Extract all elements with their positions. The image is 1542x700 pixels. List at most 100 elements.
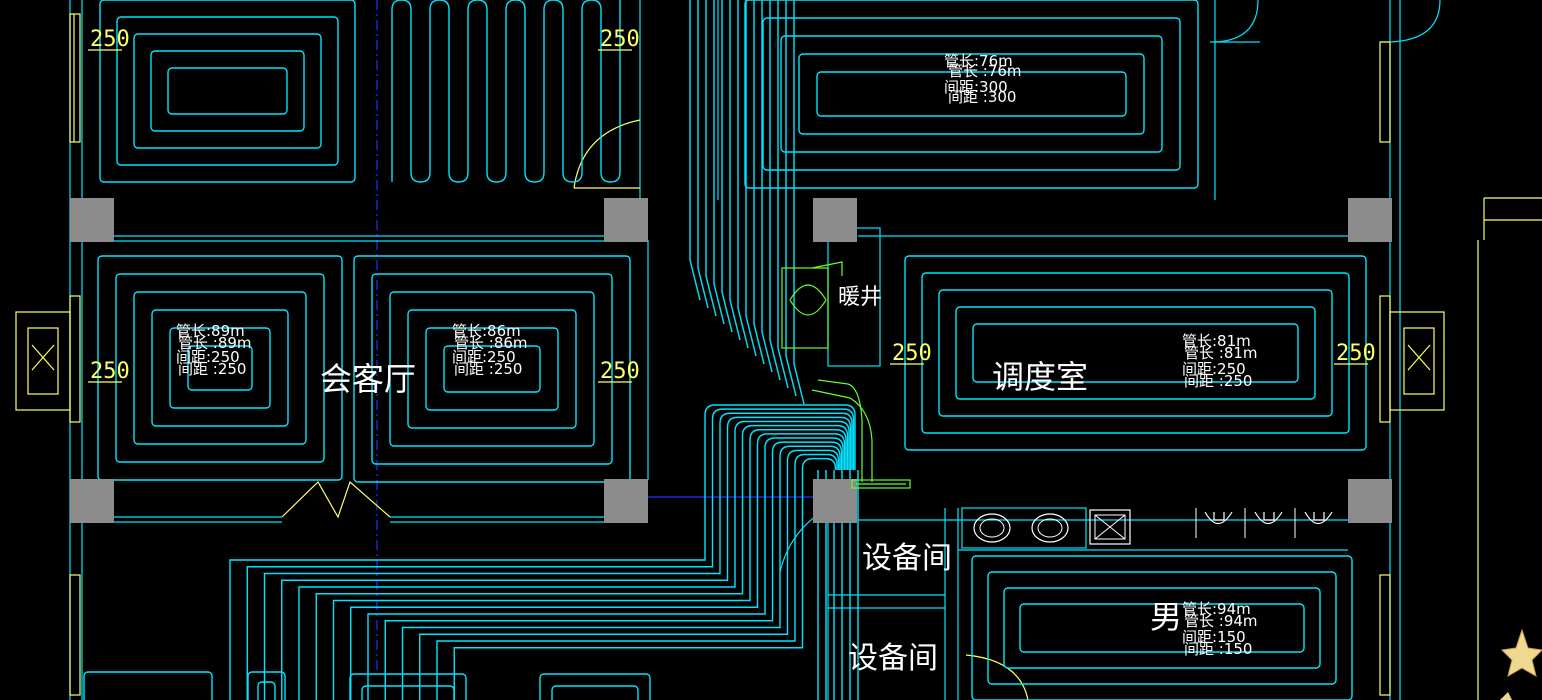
riser-pipe <box>689 0 701 301</box>
supply-return-pipe <box>401 445 841 700</box>
pipe-loop-reception-left <box>133 291 307 445</box>
supply-return-pipe <box>419 449 840 700</box>
room-labels: 会客厅 调度室 设备间 设备间 暖井 男 <box>320 285 1182 676</box>
riser-pipe <box>745 0 757 357</box>
loop-spacing: 间距 :150 <box>1184 640 1252 658</box>
loop-annotation-1: 管长:76m 管长 :76m 间距:300 间距 :300 <box>944 52 1022 106</box>
loop-length: 管长 :89m <box>178 334 252 352</box>
pipe-loop-top-right <box>798 53 1145 135</box>
riser-pipe <box>761 0 773 373</box>
pipe-loop-top-middle <box>391 0 621 183</box>
pipe-loop-mens-wc <box>971 555 1353 700</box>
supply-return-pipe <box>315 424 849 700</box>
urinal-icon <box>1195 508 1333 538</box>
loop-length: 管长:94m <box>1182 600 1251 618</box>
supply-return-pipe <box>367 437 844 700</box>
riser-pipe <box>793 0 805 405</box>
loop-length: 管长:81m <box>1182 332 1251 350</box>
loop-length: 管长:89m <box>176 322 245 340</box>
supply-return-pipe <box>350 433 846 700</box>
loop-length: 管长 :76m <box>948 62 1022 80</box>
dimension-label: 250 <box>600 27 640 52</box>
pipe-loop-top-left <box>99 0 356 183</box>
riser-pipe <box>753 0 765 365</box>
riser-pipe <box>721 0 733 333</box>
loop-length: 管长:86m <box>452 322 521 340</box>
loop-annotation-5: 管长:94m 管长 :94m 间距:150 间距 :150 <box>1182 600 1258 658</box>
structural-column <box>70 479 114 523</box>
pipe-loop-bottom <box>247 671 286 700</box>
loop-length: 管长 :86m <box>454 334 528 352</box>
loop-spacing: 间距 :300 <box>948 88 1016 106</box>
supply-return-pipe <box>436 453 838 700</box>
room-label-equipment-1: 设备间 <box>862 541 952 576</box>
pipe-loop-mens-wc <box>987 571 1337 685</box>
riser-pipe <box>729 0 741 341</box>
pipe-loop-reception-right <box>353 255 631 483</box>
loop-spacing: 间距 :250 <box>454 360 522 378</box>
pipe-loop-reception-right <box>407 309 577 429</box>
pipe-loop-reception-right <box>425 327 559 411</box>
pipe-loop-bottom <box>349 673 467 700</box>
pipe-loop-bottom <box>539 673 651 700</box>
riser-pipe <box>737 0 749 349</box>
star-icon <box>1500 628 1542 700</box>
structural-column <box>1348 479 1392 523</box>
pipe-loop-top-right <box>816 71 1127 117</box>
riser-pipe <box>785 0 797 397</box>
pipe-loop-dispatch <box>904 255 1367 451</box>
supply-return-pipe <box>384 441 843 700</box>
riser-pipe <box>705 0 717 317</box>
pipe-loop-bottom <box>551 685 639 700</box>
loop-spacing: 间距 :250 <box>178 360 246 378</box>
riser-pipe <box>777 0 789 389</box>
heating-pipe-loops <box>83 0 1367 700</box>
supply-return-pipe <box>229 404 856 700</box>
loop-spacing: 间距:250 <box>452 348 516 366</box>
loop-spacing: 间距:250 <box>1182 360 1246 378</box>
pipe-loop-mens-wc <box>1003 587 1321 669</box>
supply-return-pipe <box>263 412 853 700</box>
pipe-loop-top-right <box>744 0 1199 189</box>
pipe-loop-reception-left <box>115 273 325 463</box>
pipe-loop-reception-left <box>169 327 271 409</box>
walls <box>69 0 1542 700</box>
supply-return-pipe <box>298 420 850 700</box>
pipe-loop-bottom <box>361 685 455 700</box>
pipe-loop-dispatch <box>938 289 1333 417</box>
structural-column <box>604 479 648 523</box>
pipe-loop-reception-left <box>151 309 289 427</box>
riser-pipe <box>697 0 709 309</box>
loop-annotation-2: 管长:89m 管长 :89m 间距:250 间距 :250 <box>176 322 252 378</box>
loop-annotation-3: 管长:86m 管长 :86m 间距:250 间距 :250 <box>452 322 528 378</box>
riser-pipe <box>769 0 781 381</box>
riser-pipe <box>713 0 725 325</box>
supply-return-pipe <box>453 457 837 700</box>
pipe-loop-dispatch <box>921 272 1350 434</box>
dimension-label: 250 <box>1336 341 1376 366</box>
room-label-dispatch: 调度室 <box>992 358 1088 396</box>
supply-return-pipe <box>332 429 847 700</box>
loop-length: 管长:76m <box>944 52 1013 70</box>
pipe-loop-top-left <box>133 33 322 149</box>
structural-column <box>813 479 857 523</box>
loop-annotation-4: 管长:81m 管长 :81m 间距:250 间距 :250 <box>1182 332 1258 390</box>
washbasin-icon <box>961 507 1087 549</box>
loop-length: 管长 :94m <box>1184 612 1258 630</box>
dimension-label: 250 <box>90 359 130 384</box>
dimension-label: 250 <box>892 341 932 366</box>
loop-length: 管长 :81m <box>1184 344 1258 362</box>
loop-spacing: 间距 :250 <box>1184 372 1252 390</box>
structural-columns <box>70 198 1392 523</box>
room-label-heating-shaft: 暖井 <box>838 285 882 310</box>
dimension-label: 250 <box>90 27 130 52</box>
dimension-labels: 250 250 250 250 250 250 <box>88 27 1376 384</box>
pipe-loop-top-left <box>116 16 339 166</box>
pipe-loop-top-left <box>167 67 288 115</box>
pipe-loop-reception-right <box>371 273 613 465</box>
pipe-loop-reception-left <box>97 255 343 481</box>
loop-spacing: 间距:150 <box>1182 628 1246 646</box>
pipe-loop-bottom <box>83 671 213 700</box>
door-swing-icon <box>281 0 1441 700</box>
